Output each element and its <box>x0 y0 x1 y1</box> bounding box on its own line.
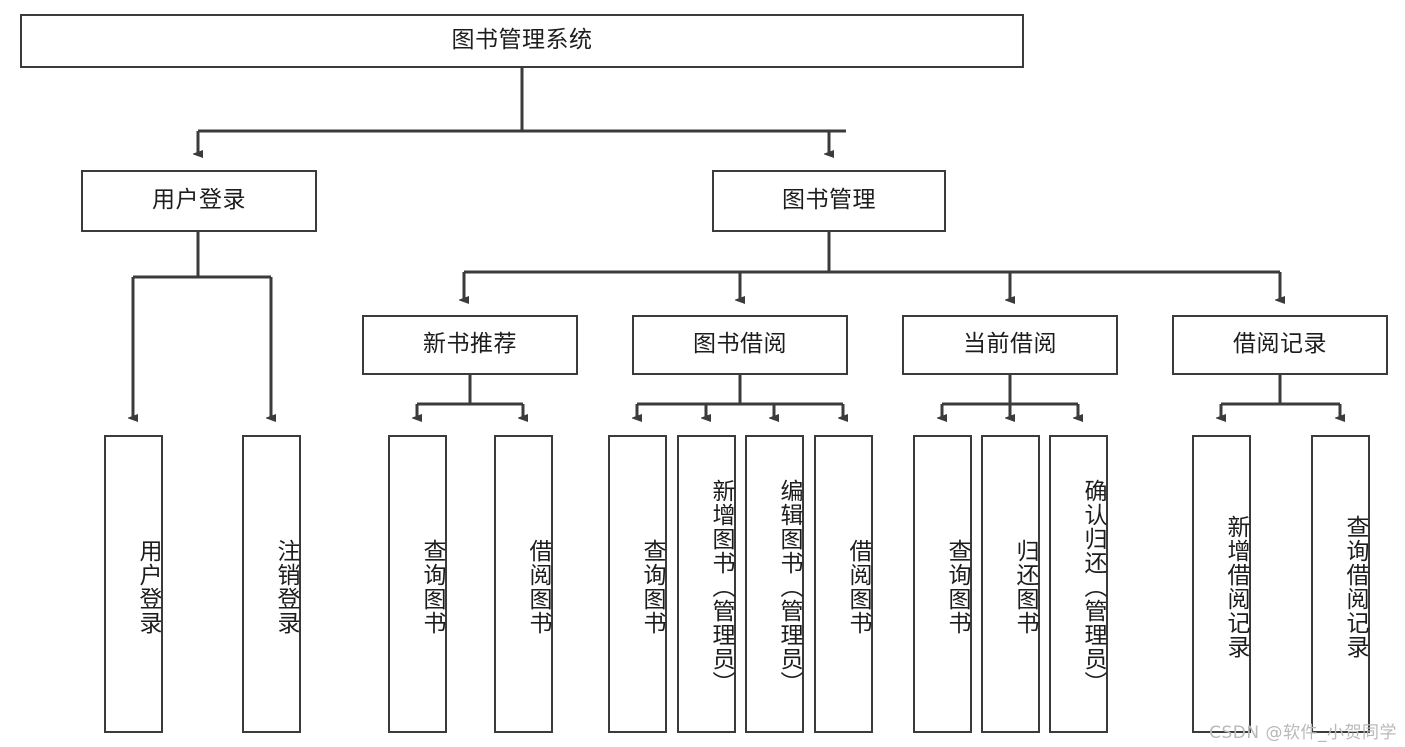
leaf-user-login[interactable]: 用户登录 <box>104 435 163 733</box>
leaf-edit-book-label: 编辑图书（管理员） <box>776 479 802 695</box>
node-book-borrow[interactable]: 图书借阅 <box>632 315 848 375</box>
leaf-borrow-book-1[interactable]: 借阅图书 <box>494 435 553 733</box>
leaf-confirm-return-label: 确认归还（管理员） <box>1080 479 1106 695</box>
leaf-user-logout-label: 注销登录 <box>273 539 299 635</box>
leaf-query-book-3-label: 查询图书 <box>944 539 970 635</box>
leaf-borrow-book-2[interactable]: 借阅图书 <box>814 435 873 733</box>
leaf-return-book[interactable]: 归还图书 <box>981 435 1040 733</box>
leaf-query-record[interactable]: 查询借阅记录 <box>1311 435 1370 733</box>
node-current-borrow[interactable]: 当前借阅 <box>902 315 1118 375</box>
node-book-manage-label: 图书管理 <box>782 187 876 214</box>
leaf-edit-book[interactable]: 编辑图书（管理员） <box>745 435 804 733</box>
leaf-user-login-label: 用户登录 <box>135 539 161 635</box>
leaf-add-record-label: 新增借阅记录 <box>1223 515 1249 659</box>
node-new-book-rec-label: 新书推荐 <box>423 331 517 358</box>
node-book-borrow-label: 图书借阅 <box>693 331 787 358</box>
node-borrow-record-label: 借阅记录 <box>1233 331 1327 358</box>
leaf-query-book-3[interactable]: 查询图书 <box>913 435 972 733</box>
leaf-confirm-return[interactable]: 确认归还（管理员） <box>1049 435 1108 733</box>
node-user-login-label: 用户登录 <box>152 187 246 214</box>
leaf-add-book[interactable]: 新增图书（管理员） <box>677 435 736 733</box>
leaf-query-book-1-label: 查询图书 <box>419 539 445 635</box>
node-root-label: 图书管理系统 <box>451 27 593 54</box>
leaf-borrow-book-1-label: 借阅图书 <box>525 539 551 635</box>
leaf-borrow-book-2-label: 借阅图书 <box>845 539 871 635</box>
node-root[interactable]: 图书管理系统 <box>20 14 1024 68</box>
leaf-query-book-2[interactable]: 查询图书 <box>608 435 667 733</box>
leaf-add-record[interactable]: 新增借阅记录 <box>1192 435 1251 733</box>
node-user-login[interactable]: 用户登录 <box>81 170 317 232</box>
node-book-manage[interactable]: 图书管理 <box>712 170 946 232</box>
leaf-query-book-1[interactable]: 查询图书 <box>388 435 447 733</box>
node-borrow-record[interactable]: 借阅记录 <box>1172 315 1388 375</box>
leaf-query-book-2-label: 查询图书 <box>639 539 665 635</box>
node-new-book-rec[interactable]: 新书推荐 <box>362 315 578 375</box>
leaf-return-book-label: 归还图书 <box>1012 539 1038 635</box>
leaf-user-logout[interactable]: 注销登录 <box>242 435 301 733</box>
leaf-add-book-label: 新增图书（管理员） <box>708 479 734 695</box>
watermark: CSDN @软件_小贺同学 <box>1209 723 1397 743</box>
leaf-query-record-label: 查询借阅记录 <box>1342 515 1368 659</box>
node-current-borrow-label: 当前借阅 <box>963 331 1057 358</box>
